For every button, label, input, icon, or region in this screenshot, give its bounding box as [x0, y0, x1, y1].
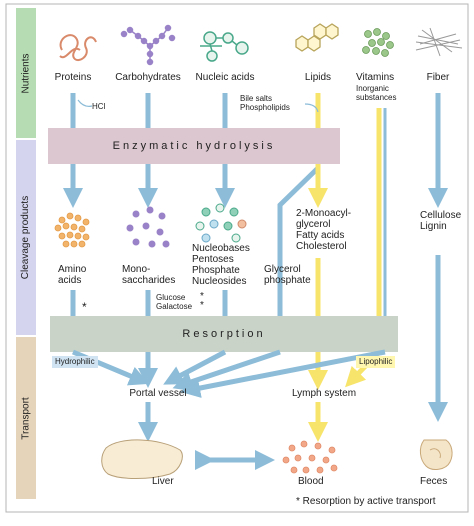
label-fiber: Fiber	[426, 72, 450, 83]
arrow-vitamins-portal	[180, 349, 386, 398]
band-nutrients: Nutrients	[16, 8, 36, 138]
liver-icon	[101, 439, 183, 479]
label-vitamins: Vitamins	[356, 72, 395, 83]
resorption-bar: Resorption	[182, 328, 266, 340]
fiber-icon	[415, 27, 463, 57]
label-nucleobases: Nucleobases Pentoses Phosphate Nucleosid…	[192, 243, 250, 287]
label-cellulose: Cellulose Lignin	[420, 210, 462, 232]
label-blood: Blood	[298, 476, 324, 487]
footnote: * Resorption by active transport	[296, 496, 436, 507]
lipid-icon	[295, 23, 339, 52]
label-lipids: Lipids	[304, 72, 332, 83]
outer-border	[5, 3, 469, 513]
nucleobase-icon	[195, 203, 247, 243]
blood-icon	[282, 440, 338, 474]
hcl-connector	[77, 99, 93, 107]
hydrolysis-bar-bg	[48, 128, 340, 164]
label-monosaccharides: Mono- saccharides	[122, 264, 176, 286]
label-liver: Liver	[152, 476, 174, 487]
label-glycerol-phosphate: Glycerol phosphate	[264, 264, 311, 286]
tag-hydrophilic: Hydrophilic	[52, 356, 98, 368]
label-carbohydrates: Carbohydrates	[115, 72, 181, 83]
label-glucose: Glucose Galactose	[156, 293, 193, 311]
vitamin-icon	[362, 28, 394, 57]
label-feces: Feces	[420, 476, 448, 487]
label-inorganic: Inorganic substances	[356, 84, 397, 102]
label-bile: Bile salts Phospholipids	[240, 94, 290, 112]
marker-star-glucose: * *	[200, 291, 204, 311]
amino-acid-icon	[54, 212, 90, 248]
label-lipid-products: 2-Monoacyl- glycerol Fatty acids Cholest…	[296, 208, 352, 252]
label-amino-acids: Amino acids	[58, 264, 87, 286]
resorption-bar-bg	[50, 316, 398, 352]
label-proteins: Proteins	[54, 72, 92, 83]
band-cleavage: Cleavage products	[16, 140, 36, 335]
bile-connector	[304, 103, 319, 113]
feces-icon	[419, 439, 453, 470]
protein-icon	[59, 34, 97, 62]
label-nucleic-acids: Nucleic acids	[195, 72, 255, 83]
marker-star-amino: *	[82, 300, 87, 314]
monosaccharide-icon	[126, 206, 170, 248]
carbohydrate-icon	[120, 24, 176, 66]
nucleic-acid-icon	[200, 31, 249, 62]
label-lymph-system: Lymph system	[291, 388, 357, 399]
label-portal-vessel: Portal vessel	[129, 388, 187, 399]
label-hcl: HCl	[92, 102, 106, 111]
tag-lipophilic: Lipophilic	[356, 356, 396, 368]
band-transport: Transport	[16, 337, 36, 499]
hydrolysis-bar: Enzymatic hydrolysis	[112, 140, 276, 152]
